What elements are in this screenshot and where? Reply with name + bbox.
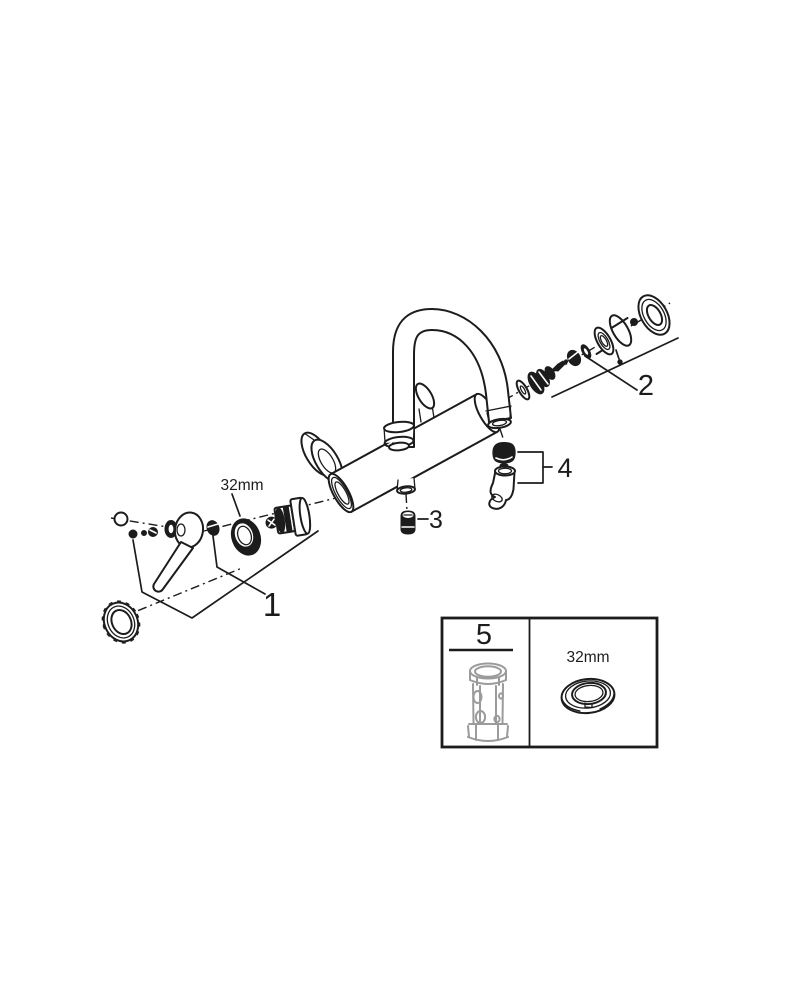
lever-handle [152,511,205,593]
cartridge-service-tool [467,662,509,742]
callout-lines [132,337,679,619]
union-gasket [580,344,592,359]
size-annotation-main: 32mm [220,477,263,494]
union-nut [566,349,582,367]
spout-mount-boss [414,382,436,423]
cartridge [265,496,312,537]
handle-screw [128,527,158,539]
callout-5: 5 [476,619,492,651]
retaining-ring-32mm [230,518,262,556]
escutcheon-ring [637,294,671,336]
spout [383,308,512,452]
body-bottom-stub [396,477,416,495]
callout-4: 4 [557,453,572,483]
handle-nut [206,520,220,536]
handle-cap [113,511,129,527]
escutcheon-screw [630,318,638,326]
size-annotation-inset: 32mm [566,649,609,666]
ring-32mm-inset [560,677,616,715]
shower-elbow [488,465,516,510]
screw-plug [400,510,416,535]
callout-2: 2 [638,370,654,402]
callout-3: 3 [429,506,443,534]
check-valve-cap [492,442,516,468]
cap-nut-collar [593,314,633,356]
wall-escutcheon-rosette [101,600,141,644]
callout-1: 1 [263,586,281,623]
union-washer [515,379,531,401]
s-union [527,359,569,395]
